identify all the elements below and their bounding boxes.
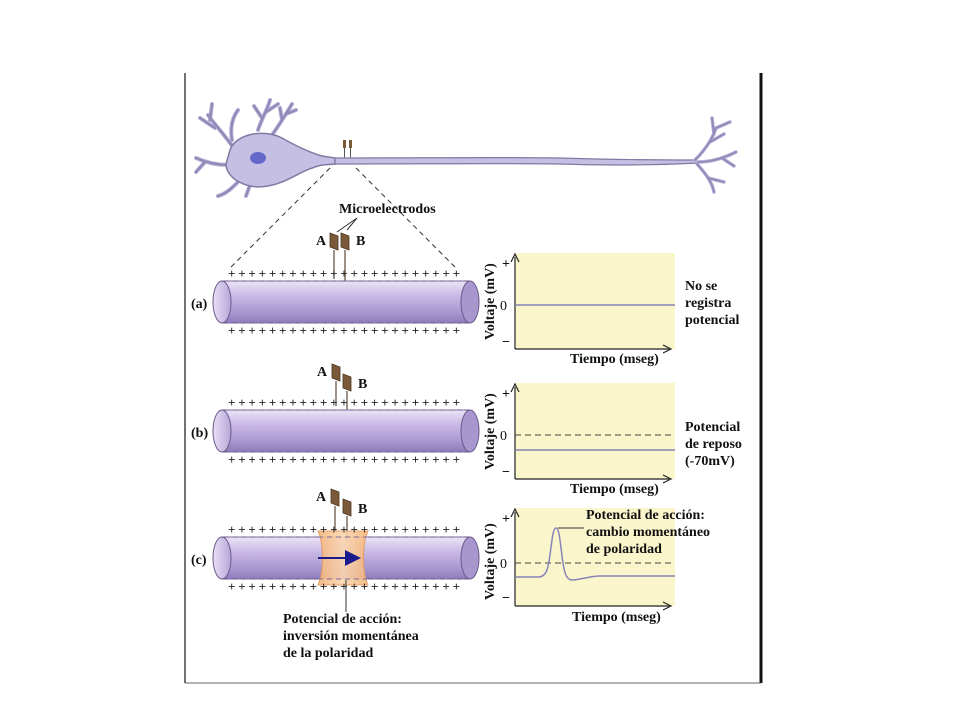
panel-c-charges: + + + + + + + + + + + + + + + + + + + + …: [228, 522, 460, 594]
panel-c-graph-note-line-2: cambio momentáneo: [586, 525, 710, 540]
panel-b-tick-plus: +: [502, 387, 510, 402]
panel-a-electrode-a: [329, 232, 339, 279]
panel-a-y-label: Voltaje (mV): [483, 263, 498, 340]
panel-a-label: (a): [191, 297, 208, 312]
panel-a-note-line-1: No se: [685, 279, 717, 294]
panel-b-axon: [212, 409, 480, 453]
panel-b-charges: + + + + + + + + + + + + + + + + + + + + …: [228, 395, 460, 467]
panel-a: (a) A B + + + + + + + + + + + + + + + + …: [191, 232, 740, 367]
panel-c-graph-note-line-1: Potencial de acción:: [586, 508, 705, 523]
panel-b-graph: + 0 − Voltaje (mV) Tiempo (mseg): [483, 382, 675, 497]
panel-a-tick-minus: −: [502, 335, 510, 350]
panel-c: (c) A B + + + + + + + + + + + + + + + + …: [191, 488, 710, 661]
panel-a-electrode-a-label: A: [316, 234, 327, 249]
svg-text:+ + + + + + + + + + + + + + +: + + + + + + + + + + + + + + + + + + + + …: [228, 522, 460, 537]
panel-c-axon-note-line-1: Potencial de acción:: [283, 612, 402, 627]
panel-a-tick-zero: 0: [500, 299, 507, 314]
panel-c-electrode-a-label: A: [316, 490, 327, 505]
panel-b-y-label: Voltaje (mV): [483, 393, 498, 470]
panel-c-label: (c): [191, 553, 207, 568]
panel-c-trace: [515, 527, 675, 581]
panel-b-tick-zero: 0: [500, 429, 507, 444]
electrodes-title: Microelectrodos: [339, 202, 436, 217]
panel-a-note-line-2: registra: [685, 296, 731, 311]
panel-c-x-label: Tiempo (mseg): [572, 610, 661, 625]
panel-b-electrode-b: [342, 373, 352, 422]
panel-b-x-label: Tiempo (mseg): [570, 482, 659, 497]
panel-c-axon: [212, 530, 480, 586]
panel-c-electrode-a: [330, 488, 340, 532]
panel-b-note: Potencial de reposo (-70mV): [685, 420, 742, 469]
panel-b: (b) A B + + + + + + + + + + + + + + + + …: [191, 363, 742, 497]
neuron-illustration: [194, 98, 738, 198]
panel-b-electrode-a: [331, 363, 341, 406]
panel-b-electrode-a-label: A: [317, 365, 328, 380]
panel-a-note: No se registra potencial: [685, 279, 740, 328]
zoom-line-right: [355, 167, 457, 269]
panel-c-graph: + 0 − Voltaje (mV) Tiempo (mseg): [483, 507, 675, 625]
panel-b-label: (b): [191, 426, 208, 441]
zoom-line-left: [229, 167, 331, 269]
panel-a-axon: [212, 280, 480, 324]
panel-a-x-label: Tiempo (mseg): [570, 352, 659, 367]
svg-text:+ + + + + + + + + + + + + + +: + + + + + + + + + + + + + + + + + + + + …: [228, 452, 460, 467]
svg-text:+ + + + + + + + + + + + + + +: + + + + + + + + + + + + + + + + + + + + …: [228, 395, 460, 410]
svg-text:+ + + + + + + + + + + + + + +: + + + + + + + + + + + + + + + + + + + + …: [228, 323, 460, 338]
panel-b-note-line-1: Potencial: [685, 420, 740, 435]
panel-b-electrode-b-label: B: [358, 377, 367, 392]
panel-b-tick-minus: −: [502, 465, 510, 480]
panel-a-electrode-b-label: B: [356, 234, 365, 249]
panel-b-note-line-2: de reposo: [685, 437, 742, 452]
panel-a-note-line-3: potencial: [685, 313, 740, 328]
panel-b-note-line-3: (-70mV): [685, 454, 735, 469]
panel-c-y-label: Voltaje (mV): [483, 523, 498, 600]
panel-c-axon-note-line-3: de la polaridad: [283, 646, 373, 661]
panel-c-tick-zero: 0: [500, 557, 507, 572]
mini-electrodes: [343, 140, 352, 158]
panel-a-electrode-b: [340, 232, 350, 282]
panel-c-tick-minus: −: [502, 591, 510, 606]
panel-a-tick-plus: +: [502, 257, 510, 272]
nucleus: [250, 152, 266, 164]
svg-text:+ + + + + + + + + + + + + + +: + + + + + + + + + + + + + + + + + + + + …: [228, 579, 460, 594]
panel-c-electrode-b-label: B: [358, 502, 367, 517]
panel-a-charges: + + + + + + + + + + + + + + + + + + + + …: [228, 266, 460, 338]
panel-c-graph-note: Potencial de acción: cambio momentáneo d…: [586, 508, 710, 557]
panel-c-axon-note: Potencial de acción: inversión momentáne…: [283, 612, 419, 661]
panel-c-tick-plus: +: [502, 512, 510, 527]
panel-c-graph-note-line-3: de polaridad: [586, 542, 662, 557]
electrodes-title-pointer: [336, 217, 358, 233]
panel-c-axon-note-line-2: inversión momentánea: [283, 629, 419, 644]
panel-a-graph: + 0 − Voltaje (mV) Tiempo (mseg): [483, 252, 675, 367]
svg-text:+ + + + + + + + + + + + + + +: + + + + + + + + + + + + + + + + + + + + …: [228, 266, 460, 281]
